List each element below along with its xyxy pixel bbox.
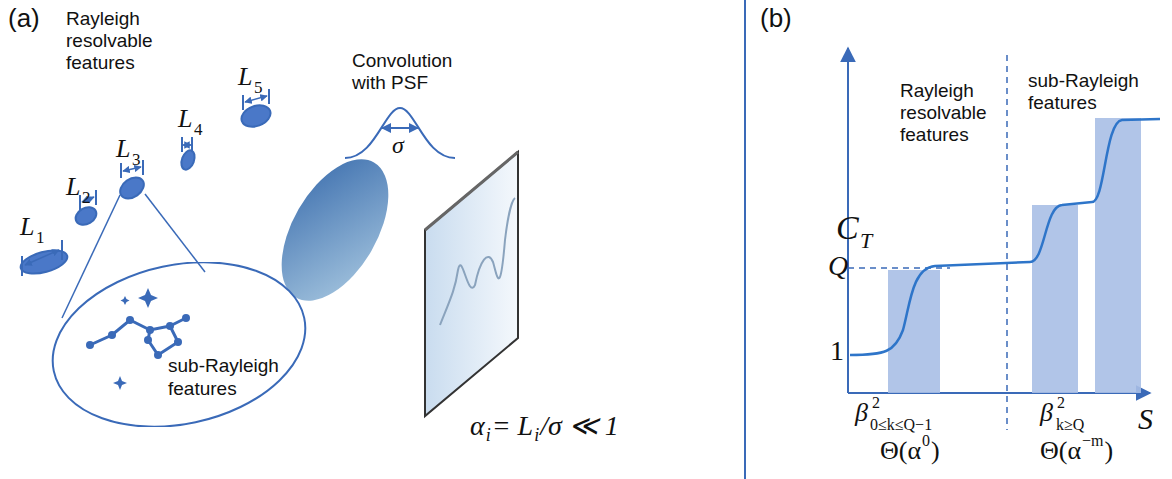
label-text: /σ ≪ 1 <box>540 410 619 442</box>
label-text: σ <box>392 132 404 160</box>
label-text: i <box>486 425 491 446</box>
label-text: ) <box>1105 436 1114 466</box>
label-text: L <box>20 212 34 242</box>
label-text: Θ(α <box>1040 436 1081 466</box>
node-text: sub-Rayleigh features <box>168 355 288 401</box>
label-text: S <box>1138 402 1153 437</box>
label-text: 1 <box>36 228 45 248</box>
label-text: β <box>1040 398 1053 428</box>
label-text: k≥Q <box>1056 416 1084 434</box>
label-text: Convolution with PSF <box>352 50 472 94</box>
label-text: T <box>860 228 872 253</box>
label-text: (b) <box>760 4 792 34</box>
ellipse-outline <box>48 262 310 427</box>
label-text: β <box>855 398 868 428</box>
label-text: 5 <box>254 78 263 98</box>
label-text: Rayleigh resolvable features <box>66 8 166 74</box>
label-text: L <box>178 104 192 134</box>
label-text: −m <box>1082 432 1103 450</box>
label-text: Q <box>828 250 848 282</box>
label-text: Θ(α <box>880 436 921 466</box>
label-text: (a) <box>8 4 40 34</box>
label-text: 2 <box>82 188 91 208</box>
label-text: L <box>116 134 130 164</box>
label-text: sub-Rayleigh features <box>1028 70 1158 114</box>
label-text: L <box>66 172 80 202</box>
label-text: 0≤k≤Q−1 <box>870 416 932 434</box>
label-text: L <box>238 62 252 92</box>
label-text: = L <box>492 410 533 442</box>
label-text: C <box>836 208 859 247</box>
label-text: 1 <box>830 335 844 367</box>
label-text: 2 <box>1057 394 1065 412</box>
label-text: Rayleigh resolvable features <box>900 80 1000 146</box>
label-text: α <box>470 410 485 442</box>
label-text: 2 <box>872 394 880 412</box>
label-text: 3 <box>132 150 141 170</box>
label-text: 0 <box>922 432 930 450</box>
label-text: ) <box>931 436 940 466</box>
label-text: i <box>534 425 539 446</box>
label-text: 4 <box>194 120 203 140</box>
zoom-ellipse: sub-Rayleigh features <box>48 262 310 427</box>
